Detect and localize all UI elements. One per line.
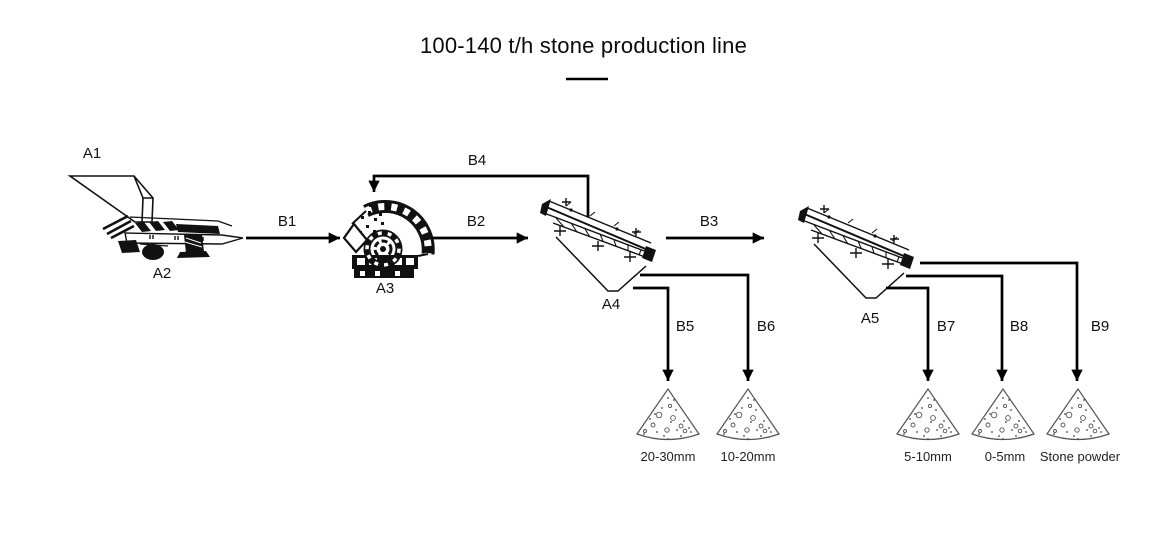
flow-label-b7: B7 bbox=[936, 318, 956, 335]
vibrating-feeder-machine bbox=[67, 175, 244, 260]
feeder-body-graphic bbox=[102, 214, 244, 260]
stone-pile-10-20mm bbox=[716, 388, 780, 441]
flow-arrow-b9 bbox=[920, 261, 1083, 381]
product-label-5-10mm: 5-10mm bbox=[904, 449, 952, 464]
stone-pile-0-5mm bbox=[971, 388, 1035, 441]
flow-arrow-b6 bbox=[640, 273, 754, 381]
product-label-stone-powder: Stone powder bbox=[1039, 449, 1121, 464]
machine-label-a2: A2 bbox=[152, 265, 172, 282]
machine-label-a5: A5 bbox=[860, 310, 880, 327]
flow-label-b5: B5 bbox=[675, 318, 695, 335]
flow-arrow-b4 bbox=[368, 174, 590, 217]
stone-pile-stone-powder bbox=[1046, 388, 1110, 441]
flow-arrow-b7 bbox=[886, 286, 934, 381]
page-title: 100-140 t/h stone production line bbox=[419, 33, 748, 58]
stone-pile-20-30mm bbox=[636, 388, 700, 441]
product-label-0-5mm: 0-5mm bbox=[984, 449, 1026, 464]
vibrating-screen-2-graphic bbox=[797, 204, 915, 299]
machine-label-a3: A3 bbox=[375, 280, 395, 297]
flow-label-b1: B1 bbox=[277, 213, 297, 230]
flow-label-b6: B6 bbox=[756, 318, 776, 335]
vibrating-screen-1-graphic bbox=[539, 197, 657, 292]
machine-label-a1: A1 bbox=[82, 145, 102, 162]
hopper-graphic bbox=[67, 175, 154, 223]
flow-label-b4: B4 bbox=[467, 152, 487, 169]
flow-label-b3: B3 bbox=[699, 213, 719, 230]
stone-pile-5-10mm bbox=[896, 388, 960, 441]
crusher-graphic bbox=[342, 199, 435, 278]
flow-label-b8: B8 bbox=[1009, 318, 1029, 335]
product-label-20-30mm: 20-30mm bbox=[640, 449, 696, 464]
flow-label-b9: B9 bbox=[1090, 318, 1110, 335]
product-label-10-20mm: 10-20mm bbox=[720, 449, 776, 464]
machine-label-a4: A4 bbox=[601, 296, 621, 313]
flow-arrow-b8 bbox=[906, 274, 1008, 381]
flow-arrow-b5 bbox=[633, 286, 674, 381]
flow-label-b2: B2 bbox=[466, 213, 486, 230]
